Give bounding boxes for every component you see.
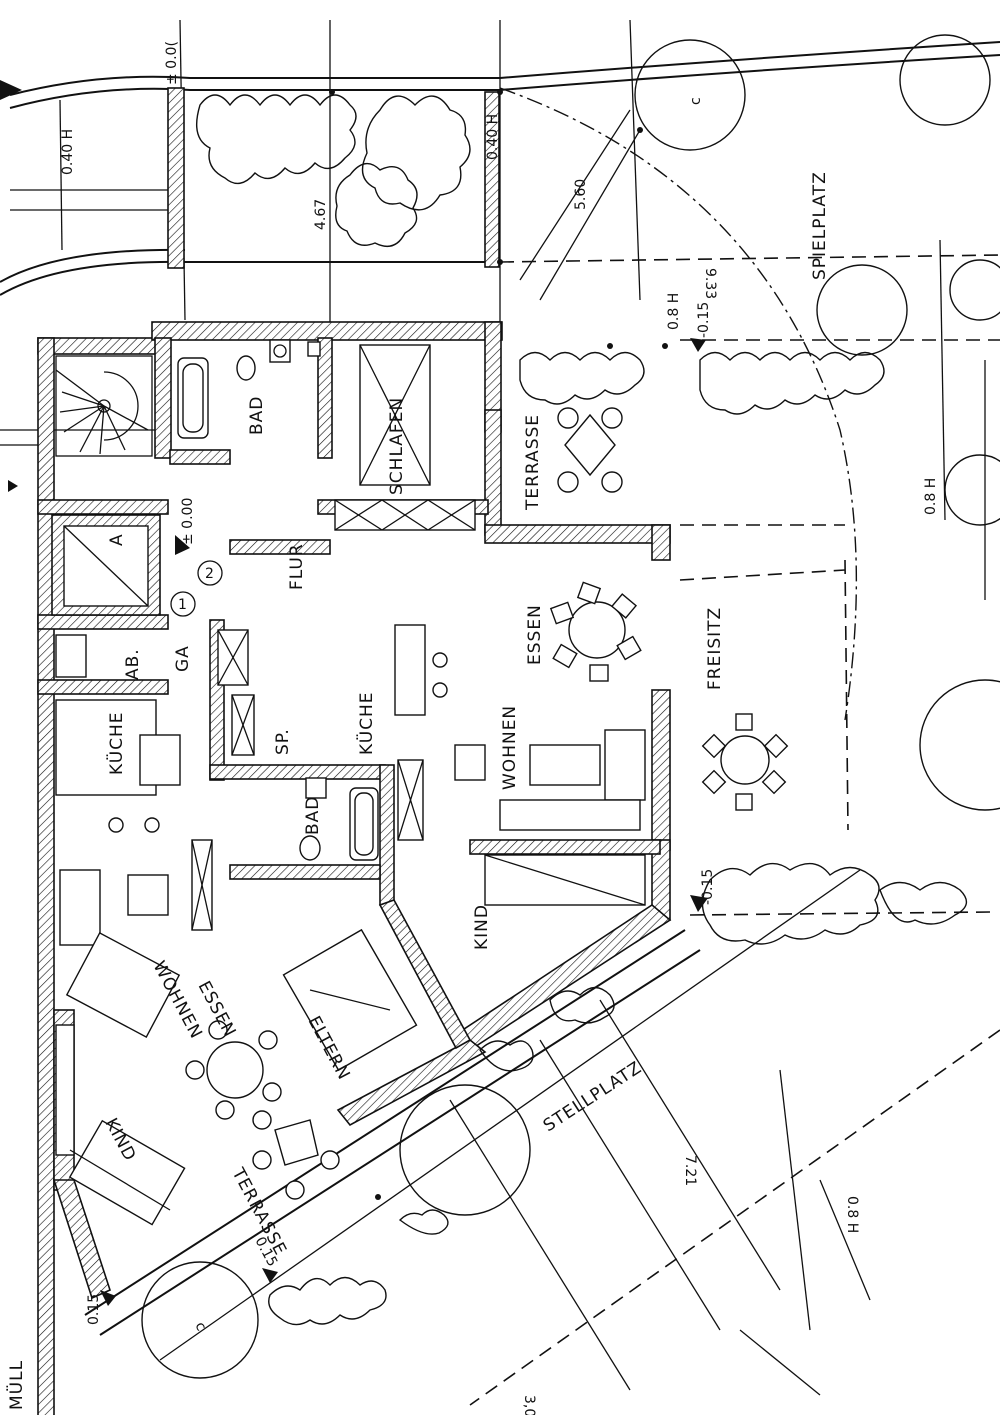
label-schlafen: SCHLAFEN [387, 397, 407, 495]
level-muell: 0.15 [86, 1294, 102, 1325]
label-marker-1: 1 [178, 597, 187, 613]
furniture [55, 339, 789, 1226]
level-terrace: -0.15 [696, 302, 712, 338]
label-freisitz: FREISITZ [705, 607, 725, 690]
label-kueche-main: KÜCHE [355, 691, 377, 755]
dim-bottom-cut: 3,0 [521, 1395, 537, 1415]
label-kind-main: KIND [472, 904, 492, 950]
label-marker-2: 2 [205, 566, 214, 582]
level-entry-zero: ± 0.00 [180, 498, 196, 545]
label-spielplatz: SPIELPLATZ [810, 171, 830, 280]
dim-467: 4.67 [313, 199, 329, 230]
label-terrasse-top: TERRASSE [523, 414, 543, 511]
label-essen-main: ESSEN [525, 604, 545, 665]
trees [141, 34, 1000, 1379]
dim-h08-top: 0.8 H [666, 293, 682, 330]
level-freisitz: -0.15 [700, 869, 716, 905]
dimension-labels: ± 0.0( ± 0.00 -0.15 -0.15 0.15 0.15 0.40… [60, 41, 939, 1415]
label-ga: GA [173, 645, 193, 672]
label-flur: FLUR [287, 543, 307, 590]
lift-a: A [51, 514, 161, 616]
label-kueche-left: KÜCHE [105, 711, 127, 775]
dim-721: 7.21 [682, 1155, 698, 1186]
dim-560: 5.60 [573, 179, 589, 210]
label-sp: SP. [273, 728, 293, 755]
label-bad-top: BAD [247, 396, 267, 435]
label-muell: MÜLL [5, 1360, 27, 1410]
dim-h08-right: 0.8 H [923, 478, 939, 515]
markers [0, 80, 708, 1306]
label-ab: AB. [123, 648, 143, 680]
label-wohnen-main: WOHNEN [500, 705, 520, 790]
label-a-box: A [107, 533, 127, 546]
dim-h08-bottom: 0.8 H [844, 1196, 860, 1233]
dim-933: 9.33 [702, 268, 718, 299]
dim-h040-left: 0.40 H [60, 129, 76, 175]
dim-h040-right: 0.40 H [485, 114, 501, 160]
tree-label-c-top: c [688, 97, 704, 105]
staircase [55, 355, 153, 457]
label-bad-mid: BAD [303, 796, 323, 835]
level-top-zero: ± 0.0( [164, 41, 180, 85]
